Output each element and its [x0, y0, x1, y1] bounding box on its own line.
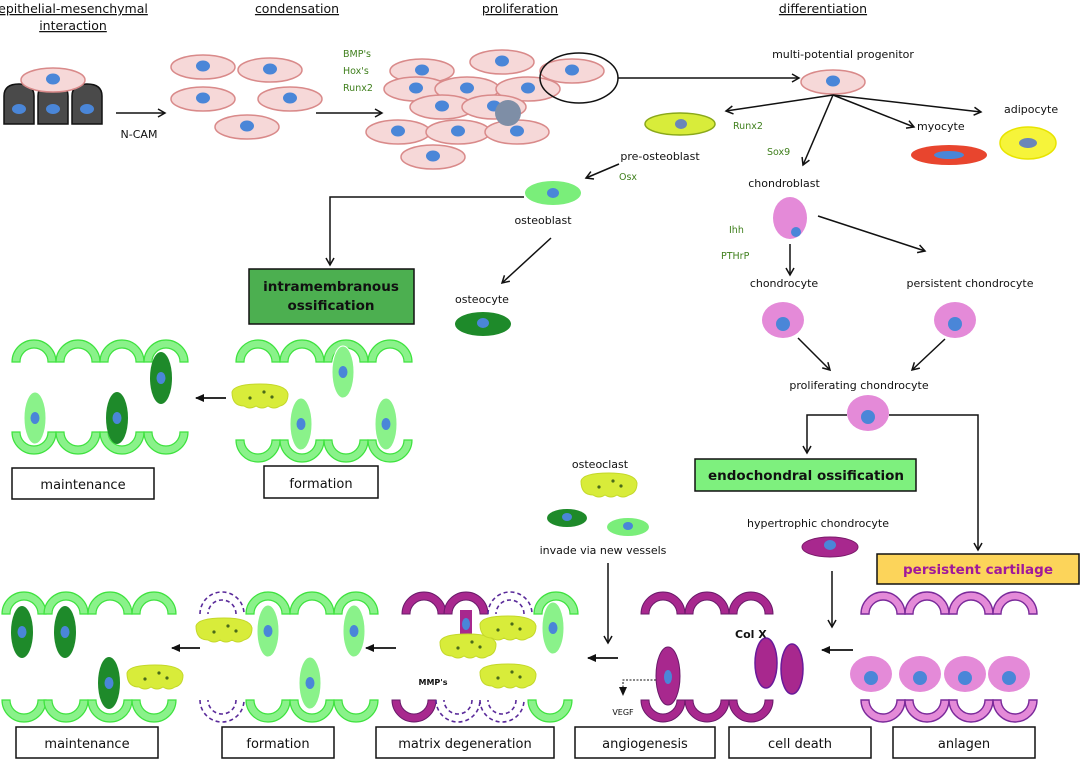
preosteoblast-cell — [644, 112, 716, 136]
endochondral-maintenance-scene — [1, 591, 184, 723]
chondrocyte-label: chondrocyte — [750, 277, 819, 290]
myocyte-cell — [911, 145, 987, 165]
factor-runx2: Runx2 — [343, 83, 373, 94]
proliferating-chondrocyte-label: proliferating chondrocyte — [789, 379, 928, 392]
matrix-degeneration-scene — [391, 591, 579, 723]
factor-hoxs: Hox's — [343, 66, 369, 77]
endochondral-box — [694, 458, 917, 492]
vegf-label: VEGF — [612, 708, 634, 717]
header-differentiation: differentiation — [779, 1, 867, 16]
persistent-cartilage-label: persistent cartilage — [903, 562, 1053, 578]
intramembranous-box — [248, 268, 415, 325]
intramembranous-formation-scene — [231, 339, 413, 463]
arrow-persistent-to-proliferating — [910, 338, 946, 372]
adipocyte-label: adipocyte — [1004, 103, 1058, 116]
condensation-cells — [170, 54, 323, 140]
stage-label-angiogenesis: angiogenesis — [602, 737, 688, 752]
stage-box-anlagen — [892, 726, 1036, 759]
stage-box-angiogenesis — [574, 726, 716, 759]
arrow-to-adipocyte — [832, 94, 983, 116]
arrow-chondrocyte-to-proliferating — [797, 337, 832, 372]
osteocyte-cell — [455, 312, 511, 336]
header-condensation: condensation — [255, 1, 339, 16]
hypertrophic-chondrocyte-label: hypertrophic chondrocyte — [747, 517, 889, 530]
invade-label: invade via new vessels — [540, 544, 667, 557]
stage-box-formation-top — [263, 465, 379, 499]
stage-label-anlagen: anlagen — [938, 737, 990, 752]
arrow-to-persistent-cartilage — [889, 414, 983, 552]
runx2-label: Runx2 — [733, 121, 763, 132]
stage-label-maintenance: maintenance — [44, 737, 129, 752]
osteoclast-cell — [580, 472, 638, 498]
arrow-to-osteocyte — [500, 237, 552, 285]
stage-label-formation: formation — [246, 737, 309, 752]
stage-box-formation — [221, 726, 335, 759]
arrow-to-endochondral — [802, 414, 847, 455]
colx-label: Col X — [735, 628, 767, 641]
stage-label-maintenance-top: maintenance — [40, 478, 125, 493]
intramembranous-label-1: intramembranous — [263, 279, 399, 295]
epithelial-cells — [3, 67, 103, 125]
persistent-chondrocyte-label: persistent chondrocyte — [906, 277, 1033, 290]
intramembranous-maintenance-scene — [11, 339, 189, 455]
stage-label-cell-death: cell death — [768, 737, 832, 752]
hypertrophic-cell — [801, 536, 859, 558]
arrow-to-persistent-chondrocyte — [817, 215, 927, 254]
stage-box-matrix-degeneration — [375, 726, 555, 759]
sox9-label: Sox9 — [767, 147, 790, 158]
invading-osteoblast — [607, 518, 649, 536]
mmps-label: MMP's — [419, 678, 448, 687]
stage-label-matrix-degeneration: matrix degeneration — [398, 737, 531, 752]
stage-box-maintenance-top — [11, 467, 155, 500]
proliferating-chondrocyte-cell — [847, 395, 889, 431]
arrow-to-osteoblast — [584, 163, 620, 180]
myocyte-label: myocyte — [917, 120, 965, 133]
pthrp-label: PTHrP — [721, 251, 750, 262]
stage-box-maintenance — [15, 726, 159, 759]
ncam-label: N-CAM — [121, 128, 158, 141]
arrow-to-intramembranous — [325, 196, 524, 267]
osteoblast-label: osteoblast — [514, 214, 572, 227]
stage-label-formation-top: formation — [289, 477, 352, 492]
intramembranous-label-2: ossification — [287, 298, 374, 314]
proliferation-cells — [365, 49, 619, 170]
header-proliferation: proliferation — [482, 1, 558, 16]
ihh-label: Ihh — [729, 225, 744, 236]
osteoblast-cell — [525, 181, 581, 205]
osx-label: Osx — [619, 172, 637, 183]
chondroblast-cell — [773, 197, 807, 239]
persistent-chondrocyte-cell — [934, 302, 976, 338]
preosteoblast-label: pre-osteoblast — [620, 150, 700, 163]
vegf-arrow — [619, 679, 656, 696]
persistent-cartilage-box — [876, 553, 1080, 585]
cell-death-scene — [754, 637, 804, 695]
osteocyte-label: osteocyte — [455, 293, 509, 306]
adipocyte-cell — [999, 126, 1057, 160]
header-epithelial-mesenchymal: epithelial-mesenchymal — [0, 1, 148, 16]
endochondral-label: endochondral ossification — [708, 468, 904, 484]
arrow-to-preosteoblast — [724, 94, 834, 115]
arrow-to-chondroblast — [801, 94, 834, 167]
osteoclast-label: osteoclast — [572, 458, 629, 471]
header-interaction: interaction — [39, 18, 107, 33]
anlagen-scene — [850, 591, 1038, 723]
invading-osteocyte — [547, 509, 587, 527]
angiogenesis-scene — [619, 591, 774, 723]
stage-box-cell-death — [728, 726, 872, 759]
progenitor-cell — [800, 69, 866, 95]
arrow-to-myocyte — [832, 94, 916, 129]
endochondral-formation-scene — [195, 591, 379, 723]
factor-bmps: BMP's — [343, 49, 371, 60]
multipotential-progenitor-label: multi-potential progenitor — [772, 48, 914, 61]
chondroblast-label: chondroblast — [748, 177, 820, 190]
chondrocyte-cell — [762, 302, 804, 338]
